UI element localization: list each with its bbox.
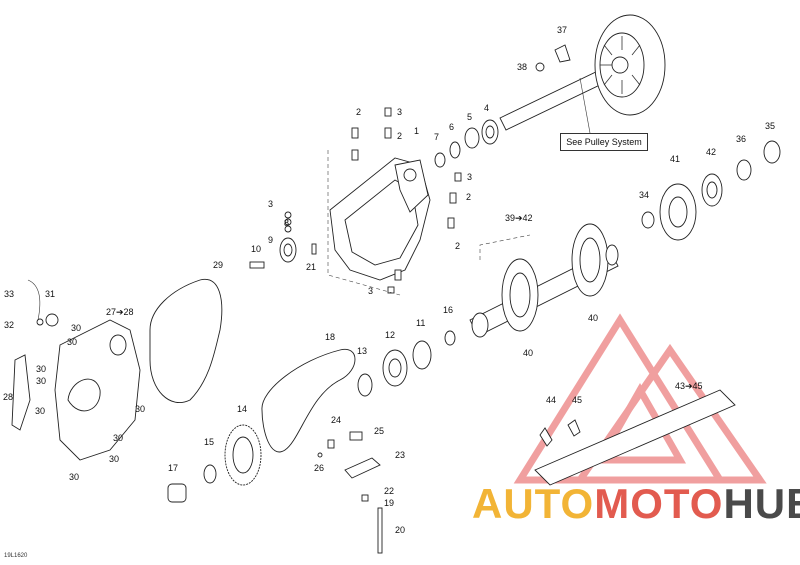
part-label-35: 35 <box>765 121 775 131</box>
part-label-21: 21 <box>306 262 316 272</box>
part-label-5: 5 <box>467 112 472 122</box>
part-label-3: 3 <box>467 172 472 182</box>
part-label-29: 29 <box>213 260 223 270</box>
part-label-30: 30 <box>69 472 79 482</box>
part-label-19: 19 <box>384 498 394 508</box>
part-label-23: 23 <box>395 450 405 460</box>
part-label-24: 24 <box>331 415 341 425</box>
part-label-9: 9 <box>268 235 273 245</box>
part-label-16: 16 <box>443 305 453 315</box>
lower-gear <box>167 424 262 503</box>
part-label-4: 4 <box>484 103 489 113</box>
hose-parts <box>11 279 59 431</box>
bolts-group <box>284 107 462 294</box>
part-label-45: 45 <box>572 395 582 405</box>
part-label-2: 2 <box>455 241 460 251</box>
part-label-28: 28 <box>3 392 13 402</box>
part-label-6: 6 <box>449 122 454 132</box>
part-label-32: 32 <box>4 320 14 330</box>
part-label-41: 41 <box>670 154 680 164</box>
watermark-part-3: HUB <box>723 480 800 527</box>
part-label-30: 30 <box>35 406 45 416</box>
pulley-system-callout: See Pulley System <box>560 133 648 151</box>
bearings-right <box>641 140 781 241</box>
part-label-12: 12 <box>385 330 395 340</box>
part-label-11: 11 <box>416 318 425 328</box>
part-label-30: 30 <box>109 454 119 464</box>
part-label-8: 8 <box>284 218 289 228</box>
part-label-2: 2 <box>356 107 361 117</box>
part-label-26: 26 <box>314 463 324 473</box>
gasket <box>149 278 223 403</box>
part-label-38: 38 <box>517 62 527 72</box>
small-sprocket <box>249 237 317 269</box>
drawing-code: 19L1620 <box>4 553 28 559</box>
part-label-20: 20 <box>395 525 405 535</box>
part-label-30: 30 <box>113 433 123 443</box>
part-label-14: 14 <box>237 404 247 414</box>
part-label-3: 3 <box>368 286 373 296</box>
part-label-36: 36 <box>736 134 746 144</box>
watermark-part-1: AUTO <box>472 480 595 527</box>
part-label-27-28: 27➔28 <box>106 307 134 317</box>
part-label-37: 37 <box>557 25 567 35</box>
pulley-shaft <box>499 14 666 131</box>
chaincase-cover <box>54 319 141 461</box>
part-label-31: 31 <box>45 289 55 299</box>
part-label-7: 7 <box>434 132 439 142</box>
watermark-brand: AUTOMOTOHUB <box>472 480 800 528</box>
part-label-34: 34 <box>639 190 649 200</box>
chaincase-housing <box>329 157 431 281</box>
drive-chain <box>261 348 356 453</box>
part-label-15: 15 <box>204 437 214 447</box>
bearings-upper <box>434 119 499 168</box>
part-label-30: 30 <box>36 364 46 374</box>
part-label-30: 30 <box>36 376 46 386</box>
part-label-30: 30 <box>67 337 77 347</box>
part-label-10: 10 <box>251 244 261 254</box>
leader-lines <box>327 77 591 296</box>
part-label-13: 13 <box>357 346 367 356</box>
part-label-40: 40 <box>523 348 533 358</box>
part-label-3: 3 <box>268 199 273 209</box>
part-label-43-45: 43➔45 <box>675 381 703 391</box>
part-label-25: 25 <box>374 426 384 436</box>
part-label-2: 2 <box>466 192 471 202</box>
part-label-40: 40 <box>588 313 598 323</box>
part-label-3: 3 <box>397 107 402 117</box>
part-number-labels: 1 2 2 2 2 3 3 3 3 4 5 6 7 8 9 10 11 12 1… <box>3 25 775 535</box>
part-label-33: 33 <box>4 289 14 299</box>
part-label-17: 17 <box>168 463 178 473</box>
part-label-18: 18 <box>325 332 335 342</box>
bearings-middle <box>357 330 456 397</box>
drive-axle <box>469 223 619 338</box>
watermark-part-2: MOTO <box>594 480 724 527</box>
part-label-39-42: 39➔42 <box>505 213 533 223</box>
part-label-44: 44 <box>546 395 556 405</box>
tensioner-parts <box>317 431 383 554</box>
part-label-2: 2 <box>397 131 402 141</box>
track-rail <box>534 389 736 486</box>
part-label-30: 30 <box>135 404 145 414</box>
part-label-22: 22 <box>384 486 394 496</box>
part-label-1: 1 <box>414 126 419 136</box>
part-label-30: 30 <box>71 323 81 333</box>
part-label-42: 42 <box>706 147 716 157</box>
